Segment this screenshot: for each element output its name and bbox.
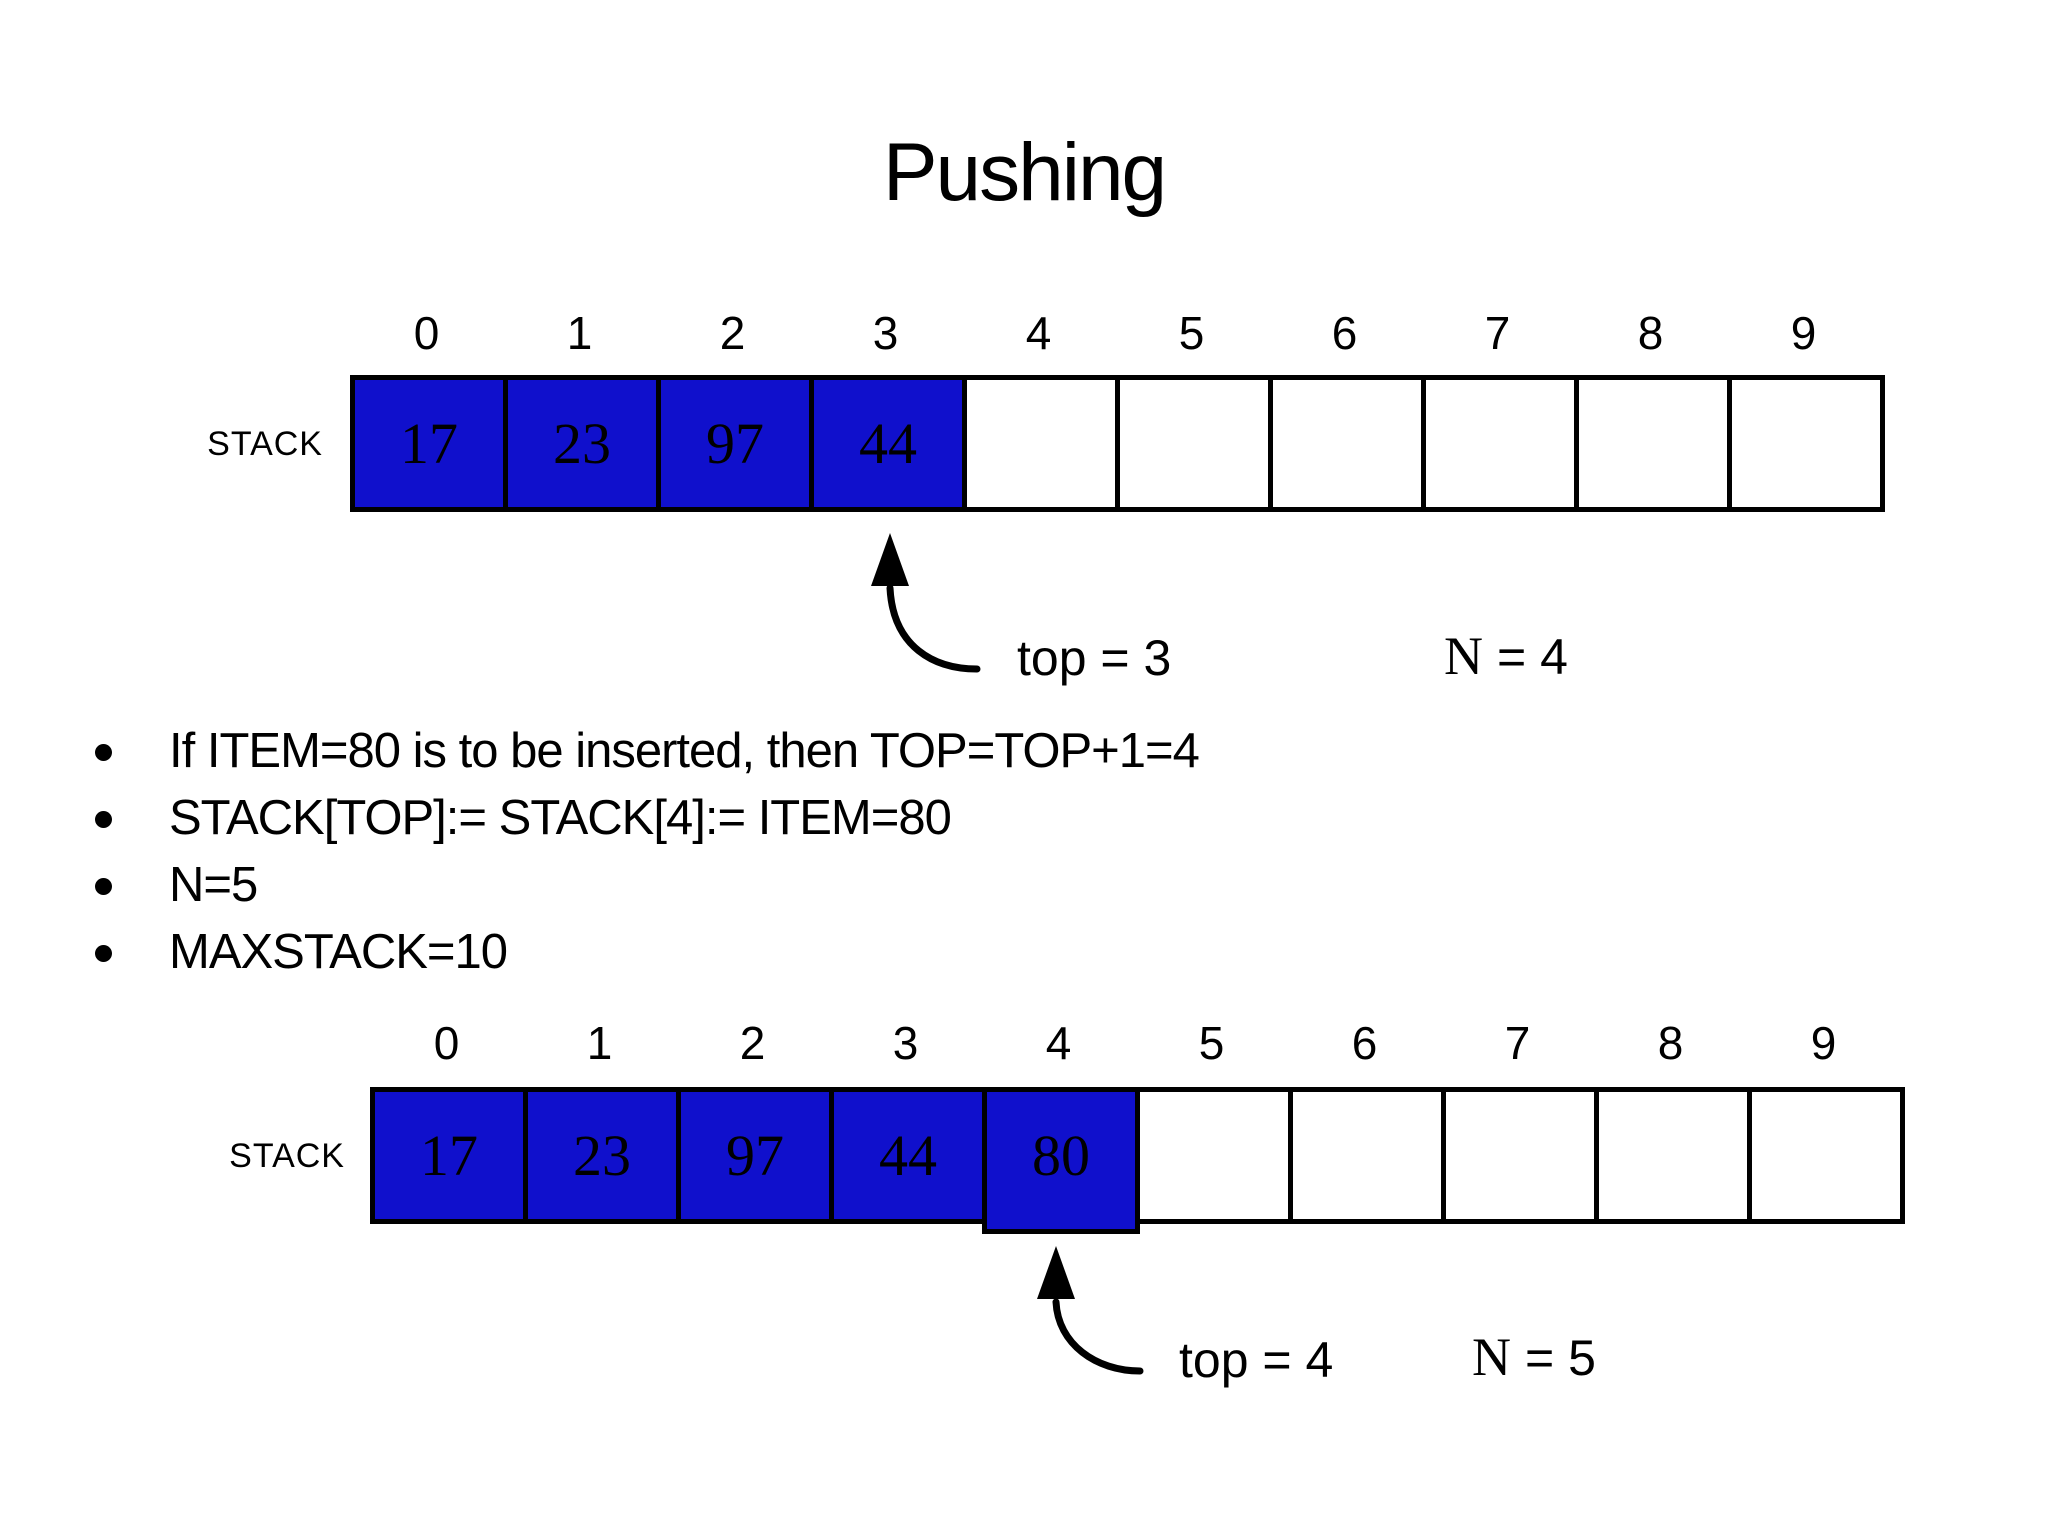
index-label: 7 xyxy=(1504,1017,1531,1069)
stack1-cell-8 xyxy=(1574,375,1732,512)
stack1-index-row: 0 1 2 3 4 5 6 7 8 9 xyxy=(350,302,1880,364)
index-label: 1 xyxy=(586,1017,613,1069)
stack2-cell-8 xyxy=(1594,1087,1752,1224)
index-label: 2 xyxy=(719,307,746,359)
index-label: 8 xyxy=(1657,1017,1684,1069)
index-label: 9 xyxy=(1790,307,1817,359)
stack1-cell-1: 23 xyxy=(503,375,661,512)
curved-arrow-up-icon xyxy=(1037,1246,1144,1375)
index-label: 9 xyxy=(1810,1017,1837,1069)
index-label: 6 xyxy=(1331,307,1358,359)
bullet-list: If ITEM=80 is to be inserted, then TOP=T… xyxy=(75,718,1775,986)
index-label: 7 xyxy=(1484,307,1511,359)
stack2-cells: 17 23 97 44 80 xyxy=(370,1087,1905,1234)
index-label: 3 xyxy=(892,1017,919,1069)
index-label: 4 xyxy=(1045,1017,1072,1069)
bullet-item: MAXSTACK=10 xyxy=(75,919,1775,986)
bullet-item: STACK[TOP]:= STACK[4]:= ITEM=80 xyxy=(75,785,1775,852)
index-label: 0 xyxy=(433,1017,460,1069)
n-value: = 5 xyxy=(1525,1330,1596,1386)
stack2-cell-2: 97 xyxy=(676,1087,834,1224)
stack2-cell-7 xyxy=(1441,1087,1599,1224)
stack2-top-label: top = 4 xyxy=(1179,1332,1334,1388)
index-label: 4 xyxy=(1025,307,1052,359)
curved-arrow-up-icon xyxy=(871,533,981,673)
stack1-cell-6 xyxy=(1268,375,1426,512)
stack2-cell-6 xyxy=(1288,1087,1446,1224)
stack1-cell-9 xyxy=(1727,375,1885,512)
index-label: 3 xyxy=(872,307,899,359)
stack2-index-row: 0 1 2 3 4 5 6 7 8 9 xyxy=(370,1012,1900,1074)
stack2-cell-3: 44 xyxy=(829,1087,987,1224)
bullet-item: N=5 xyxy=(75,852,1775,919)
index-label: 5 xyxy=(1178,307,1205,359)
stack1-cell-0: 17 xyxy=(350,375,508,512)
stack1-cell-7 xyxy=(1421,375,1579,512)
stack2-cell-1: 23 xyxy=(523,1087,681,1224)
index-label: 8 xyxy=(1637,307,1664,359)
index-label: 0 xyxy=(413,307,440,359)
n-symbol: N xyxy=(1444,626,1483,686)
n-value: = 4 xyxy=(1497,629,1568,685)
index-label: 6 xyxy=(1351,1017,1378,1069)
stack1-cell-5 xyxy=(1115,375,1273,512)
index-label: 2 xyxy=(739,1017,766,1069)
stack1-top-label: top = 3 xyxy=(1017,630,1172,686)
index-label: 1 xyxy=(566,307,593,359)
stack1-cell-2: 97 xyxy=(656,375,814,512)
page-title: Pushing xyxy=(882,127,1167,218)
stack2-label: STACK xyxy=(229,1137,345,1175)
stack1-cell-3: 44 xyxy=(809,375,967,512)
stack2-n-label: N= 5 xyxy=(1472,1329,1596,1386)
stack1-cell-4 xyxy=(962,375,1120,512)
stack2-cell-4: 80 xyxy=(982,1087,1140,1234)
stack1-cells: 17 23 97 44 xyxy=(350,375,1885,512)
stack2-cell-5 xyxy=(1135,1087,1293,1224)
bullet-item: If ITEM=80 is to be inserted, then TOP=T… xyxy=(75,718,1775,785)
stack1-n-label: N= 4 xyxy=(1444,628,1568,685)
n-symbol: N xyxy=(1472,1327,1511,1387)
stack1-label: STACK xyxy=(207,425,323,463)
index-label: 5 xyxy=(1198,1017,1225,1069)
stack2-cell-0: 17 xyxy=(370,1087,528,1224)
stack2-cell-9 xyxy=(1747,1087,1905,1224)
